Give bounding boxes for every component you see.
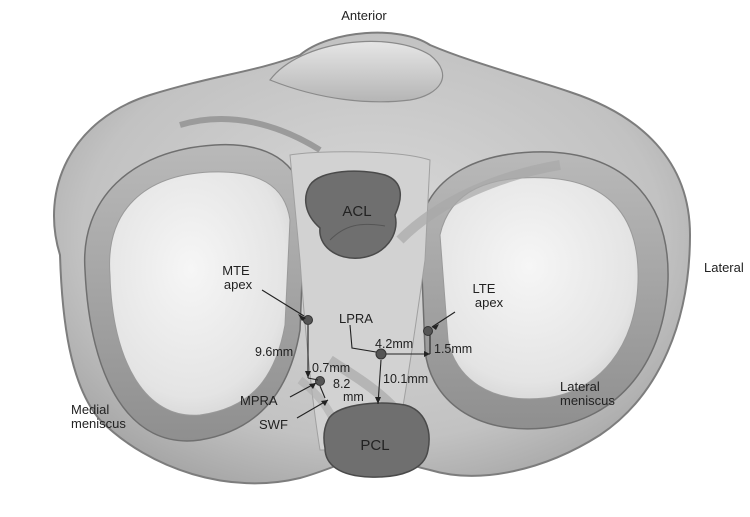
lateral-label: Lateral xyxy=(704,260,744,275)
lateral-meniscus-label-line2: meniscus xyxy=(560,393,615,408)
measure-mpra-swf-line2: mm xyxy=(343,390,364,404)
mte-label-line1: MTE xyxy=(222,263,250,278)
medial-plateau xyxy=(110,172,290,415)
measure-mpra-swf-line1: 8.2 xyxy=(333,377,350,391)
medial-meniscus-label-line1: Medial xyxy=(71,402,109,417)
anterior-label: Anterior xyxy=(341,8,387,23)
lte-apex-marker xyxy=(424,327,433,336)
mpra-marker xyxy=(316,377,325,386)
measure-mte-mpra: 9.6mm xyxy=(255,345,293,359)
lte-label-line1: LTE xyxy=(473,281,496,296)
lte-label-line2: apex xyxy=(475,295,504,310)
mte-label-line2: apex xyxy=(224,277,253,292)
pcl-label: PCL xyxy=(360,437,389,454)
mpra-label: MPRA xyxy=(240,393,278,408)
measure-mpra-offset: 0.7mm xyxy=(312,361,350,375)
acl-label: ACL xyxy=(342,203,371,220)
medial-meniscus-label-line2: meniscus xyxy=(71,416,126,431)
mte-apex-marker xyxy=(304,316,313,325)
measure-lte-offset: 1.5mm xyxy=(434,342,472,356)
lpra-label: LPRA xyxy=(339,311,373,326)
measure-lpra-pcl: 10.1mm xyxy=(383,372,428,386)
lateral-meniscus-label-line1: Lateral xyxy=(560,379,600,394)
swf-label: SWF xyxy=(259,417,288,432)
lateral-plateau xyxy=(440,178,638,399)
measure-lpra-horizontal: 4.2mm xyxy=(375,337,413,351)
